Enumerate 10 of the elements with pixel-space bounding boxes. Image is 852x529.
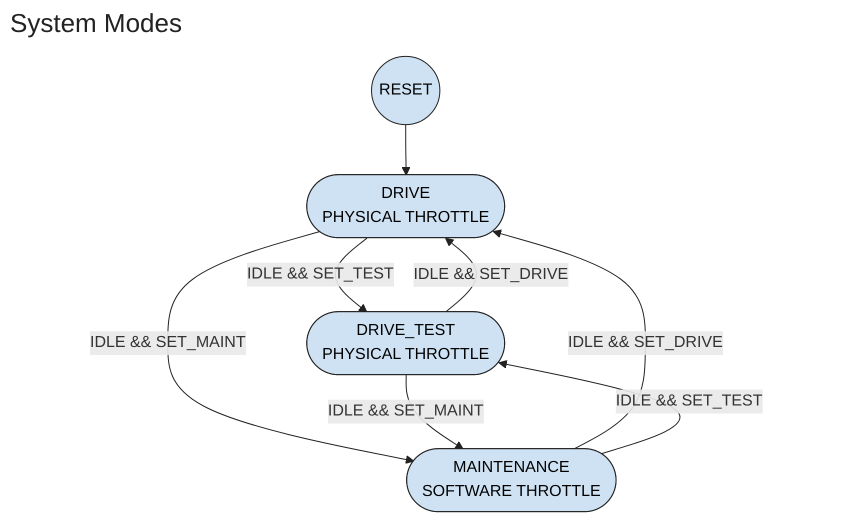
edge-label: IDLE && SET_TEST xyxy=(246,266,394,283)
arrow xyxy=(401,124,410,176)
edge-label: IDLE && SET_DRIVE xyxy=(413,266,568,283)
edge-label: IDLE && SET_TEST xyxy=(616,392,762,410)
edge-label: IDLE && SET_MAINT xyxy=(328,402,484,420)
node-circle: RESET xyxy=(370,56,440,126)
diagram-title: System Modes xyxy=(10,8,182,39)
edge-label: IDLE && SET_DRIVE xyxy=(568,334,722,352)
edge-label: IDLE && SET_MAINT xyxy=(90,334,246,352)
arrow xyxy=(167,231,414,464)
